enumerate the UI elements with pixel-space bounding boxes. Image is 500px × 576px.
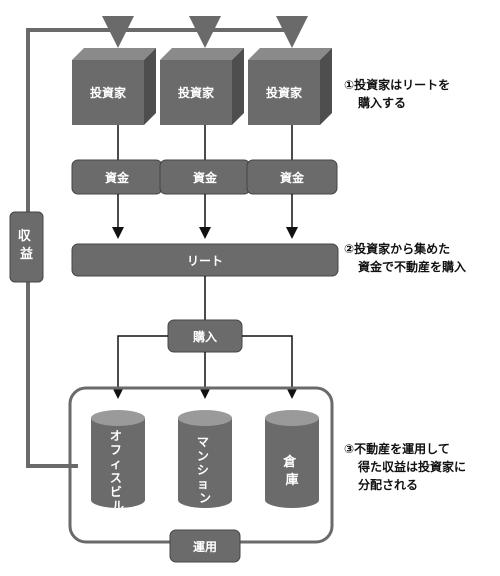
note-3: ③不動産を運用して 得た収益は投資家に 分配される <box>344 440 466 494</box>
revenue-char-1: 収 <box>18 229 32 244</box>
revenue-label: 収 益 <box>18 229 36 262</box>
fund-label-1: 資金 <box>105 170 130 185</box>
note-3-line-1: ③不動産を運用して <box>344 442 450 456</box>
office-char-1: オ <box>110 429 122 443</box>
note-1-number: ① <box>344 78 355 92</box>
fund-box-1: 資金 <box>71 159 163 195</box>
note-3-line-3: 分配される <box>358 478 419 492</box>
mansion-char-2: ン <box>197 449 209 463</box>
note-3-line-2: 得た収益は投資家に <box>358 460 467 474</box>
revenue-char-2: 益 <box>20 246 33 262</box>
office-char-3: ィ <box>110 457 122 471</box>
property-label-mansion: マ ン シ ョ ン <box>197 435 213 505</box>
warehouse-char-1: 倉 <box>282 454 297 470</box>
reit-label: リート <box>187 254 223 268</box>
note-2-line-1: ②投資家から集めた <box>344 242 451 256</box>
fund-reit-arrows <box>112 194 298 239</box>
reit-bar: リート <box>71 243 339 277</box>
note-1: ①投資家はリートを 購入する <box>344 76 450 112</box>
office-char-4: ス <box>110 471 122 485</box>
investor-label-1: 投資家 <box>90 85 127 100</box>
purchase-box: 購入 <box>167 319 243 353</box>
operation-label: 運用 <box>193 540 217 554</box>
fund-box-3: 資金 <box>246 159 338 195</box>
note-2-line-2: 資金で不動産を購入 <box>358 260 467 274</box>
investor-cube-1: 投資家 <box>72 48 156 125</box>
property-label-office: オ フ ィ ス ビ ル <box>110 429 126 513</box>
note-2-number: ② <box>344 242 355 256</box>
investor-cube-2: 投資家 <box>160 48 244 125</box>
investor-label-3: 投資家 <box>266 85 303 100</box>
office-char-6: ル <box>112 499 124 513</box>
note-1-line-2: 購入する <box>358 96 407 110</box>
mansion-char-5: ン <box>199 491 211 505</box>
cylinder-mansion: マ ン シ ョ ン <box>178 410 232 508</box>
mansion-char-1: マ <box>197 435 209 449</box>
office-char-2: フ <box>110 443 122 457</box>
fund-label-3: 資金 <box>280 170 305 185</box>
warehouse-char-2: 庫 <box>285 472 298 488</box>
operation-box: 運用 <box>169 529 241 563</box>
cylinder-office: オ フ ィ ス ビ ル <box>91 410 145 513</box>
note-3-number: ③ <box>344 442 355 456</box>
note-2: ②投資家から集めた 資金で不動産を購入 <box>344 240 466 276</box>
office-char-5: ビ <box>110 484 122 499</box>
investor-fund-links <box>117 125 293 160</box>
note-1-line-1: ①投資家はリートを <box>344 78 451 92</box>
fund-box-2: 資金 <box>159 159 251 195</box>
revenue-box: 収 益 <box>9 211 44 283</box>
mansion-char-3: シ <box>197 463 209 477</box>
cylinder-warehouse: 倉 庫 <box>265 410 319 508</box>
investor-label-2: 投資家 <box>178 85 215 100</box>
property-label-warehouse: 倉 庫 <box>282 454 301 488</box>
purchase-label: 購入 <box>192 329 217 344</box>
mansion-char-4: ョ <box>197 477 209 491</box>
fund-label-2: 資金 <box>193 170 218 185</box>
investor-cube-3: 投資家 <box>248 48 332 125</box>
